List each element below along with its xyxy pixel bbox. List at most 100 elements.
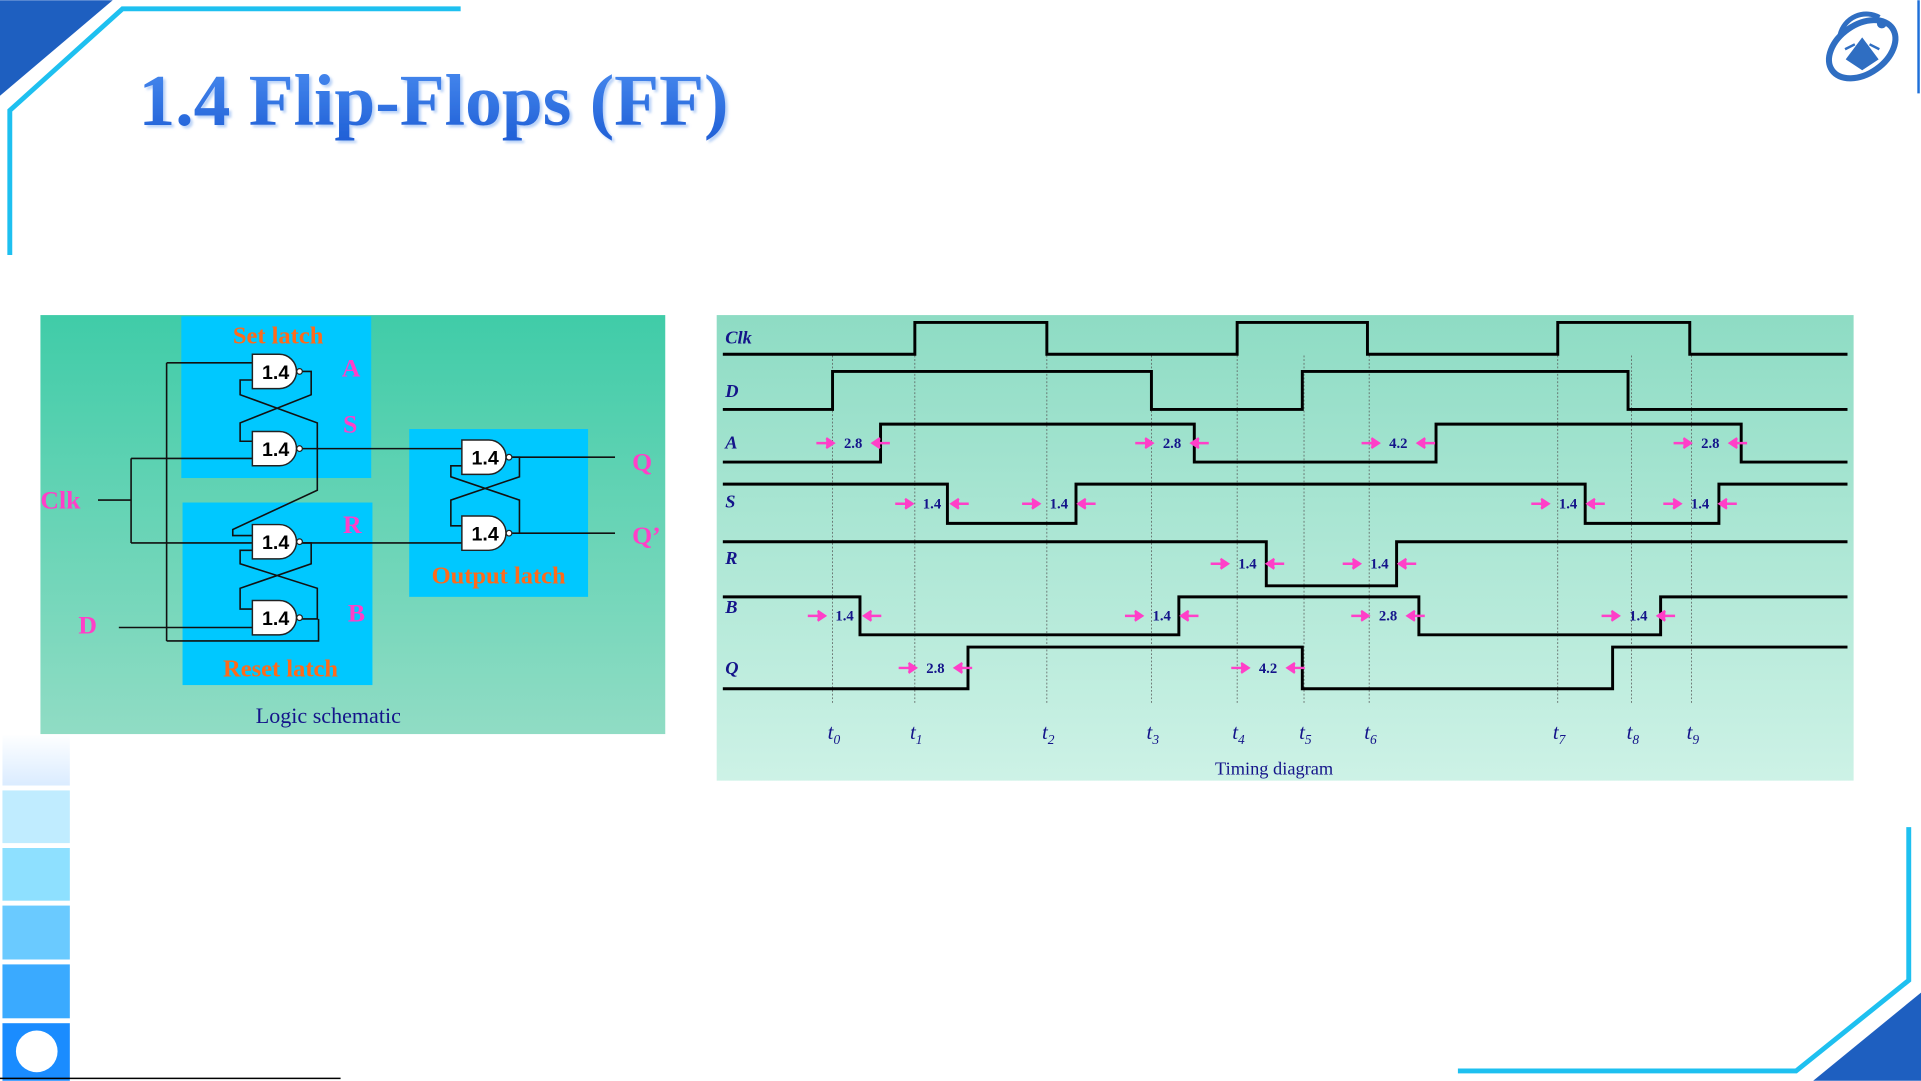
nand-gate-body xyxy=(251,599,298,636)
nand-gate-body xyxy=(251,353,298,390)
delay-value: 1.4 xyxy=(1370,557,1389,573)
right-arrow-icon xyxy=(1124,609,1145,622)
delay-annotation: 1.4 xyxy=(1342,557,1417,573)
delay-value: 2.8 xyxy=(1701,436,1719,452)
delay-value: 2.8 xyxy=(844,436,862,452)
delay-value: 1.4 xyxy=(1691,497,1710,513)
output-latch-label: Output latch xyxy=(432,562,566,589)
qbar-output-label: Q’ xyxy=(632,521,661,550)
right-arrow-icon xyxy=(1673,437,1693,450)
nand-gate: 1.4 xyxy=(461,515,513,552)
left-arrow-icon xyxy=(1396,557,1417,570)
left-arrow-icon xyxy=(1264,557,1285,570)
left-arrow-icon xyxy=(949,497,969,510)
delay-annotation: 1.4 xyxy=(1022,497,1096,513)
delay-annotation: 1.4 xyxy=(895,497,969,513)
delay-annotation: 2.8 xyxy=(898,661,973,677)
delay-value: 1.4 xyxy=(1629,609,1648,625)
signal-label-b: B xyxy=(724,597,737,617)
delay-annotation: 1.4 xyxy=(1601,609,1676,625)
delay-annotation: 4.2 xyxy=(1361,436,1436,452)
left-arrow-icon xyxy=(1655,609,1676,622)
delay-value: 4.2 xyxy=(1259,661,1277,677)
s-node-label: S xyxy=(343,410,357,439)
nand-bubble xyxy=(296,445,303,453)
page-title: 1.4 Flip-Flops (FF) xyxy=(138,60,728,141)
gate-delay-label: 1.4 xyxy=(262,362,289,384)
gate-delay-label: 1.4 xyxy=(262,532,289,554)
schematic-caption: Logic schematic xyxy=(256,703,401,728)
nand-gate: 1.4 xyxy=(251,353,303,390)
time-marker-label: t9 xyxy=(1687,720,1700,747)
time-marker-label: t7 xyxy=(1553,720,1567,747)
right-arrow-icon xyxy=(1531,497,1551,510)
set-latch-label: Set latch xyxy=(233,322,324,349)
university-logo xyxy=(1825,11,1899,82)
left-arrow-icon xyxy=(861,609,882,622)
delay-value: 2.8 xyxy=(926,661,944,677)
gradient-squares-decoration xyxy=(0,735,341,1081)
nand-gate-body xyxy=(251,430,298,467)
signal-label-r: R xyxy=(724,548,737,568)
gate-delay-label: 1.4 xyxy=(472,448,499,470)
left-arrow-icon xyxy=(952,661,973,674)
time-marker-label: t2 xyxy=(1042,720,1055,747)
nand-gate: 1.4 xyxy=(251,599,303,636)
time-marker-label: t6 xyxy=(1364,720,1377,747)
logic-schematic: 1.41.41.41.41.41.4 Set latch Reset latch… xyxy=(40,315,666,735)
delay-annotation: 1.4 xyxy=(1210,557,1285,573)
delay-annotation: 2.8 xyxy=(1351,609,1425,625)
left-arrow-icon xyxy=(1179,609,1199,622)
time-marker-label: t8 xyxy=(1627,720,1640,747)
corner-decoration-bottom-right xyxy=(1457,827,1921,1081)
delay-annotation: 1.4 xyxy=(1663,497,1737,513)
right-arrow-icon xyxy=(1351,609,1371,622)
delay-annotation: 1.4 xyxy=(807,609,882,625)
delay-value: 4.2 xyxy=(1389,436,1407,452)
left-arrow-icon xyxy=(1585,497,1605,510)
left-arrow-icon xyxy=(1189,437,1209,450)
right-arrow-icon xyxy=(1663,497,1683,510)
signal-label-d: D xyxy=(724,381,738,401)
nand-bubble xyxy=(296,538,303,546)
time-marker-label: t1 xyxy=(910,720,923,747)
clk-input-label: Clk xyxy=(40,486,81,515)
d-input-label: D xyxy=(78,611,97,640)
left-arrow-icon xyxy=(1717,497,1737,510)
delay-annotation: 4.2 xyxy=(1231,661,1305,677)
time-marker-label: t5 xyxy=(1299,720,1312,747)
nand-gate: 1.4 xyxy=(251,430,303,467)
nand-gate-body xyxy=(461,439,507,476)
right-arrow-icon xyxy=(1022,497,1042,510)
wires xyxy=(98,362,616,642)
left-arrow-icon xyxy=(870,437,890,450)
signal-label-s: S xyxy=(725,491,735,511)
timing-caption: Timing diagram xyxy=(1215,758,1333,778)
right-arrow-icon xyxy=(1210,557,1231,570)
left-arrow-icon xyxy=(1405,609,1425,622)
delay-annotation: 1.4 xyxy=(1124,609,1199,625)
left-arrow-icon xyxy=(1727,437,1748,450)
time-marker-label: t0 xyxy=(828,720,841,747)
time-marker-label: t3 xyxy=(1147,720,1160,747)
delay-value: 2.8 xyxy=(1379,609,1397,625)
time-marker-label: t4 xyxy=(1232,720,1245,747)
right-arrow-icon xyxy=(898,661,919,674)
nand-gate-body xyxy=(461,515,507,552)
delay-annotation: 1.4 xyxy=(1531,497,1605,513)
left-arrow-icon xyxy=(1415,437,1436,450)
delay-value: 1.4 xyxy=(1153,609,1172,625)
left-arrow-icon xyxy=(1285,661,1305,674)
signal-label-q: Q xyxy=(725,658,738,678)
delay-value: 2.8 xyxy=(1163,436,1181,452)
nand-gate: 1.4 xyxy=(251,523,303,560)
delay-value: 1.4 xyxy=(835,609,854,625)
right-arrow-icon xyxy=(1342,557,1363,570)
nand-gate-body xyxy=(251,523,298,560)
right-arrow-icon xyxy=(1231,661,1251,674)
delay-value: 1.4 xyxy=(1050,497,1069,513)
delay-value: 1.4 xyxy=(1238,557,1257,573)
waveform-clk xyxy=(722,320,1848,356)
right-arrow-icon xyxy=(1361,437,1381,450)
